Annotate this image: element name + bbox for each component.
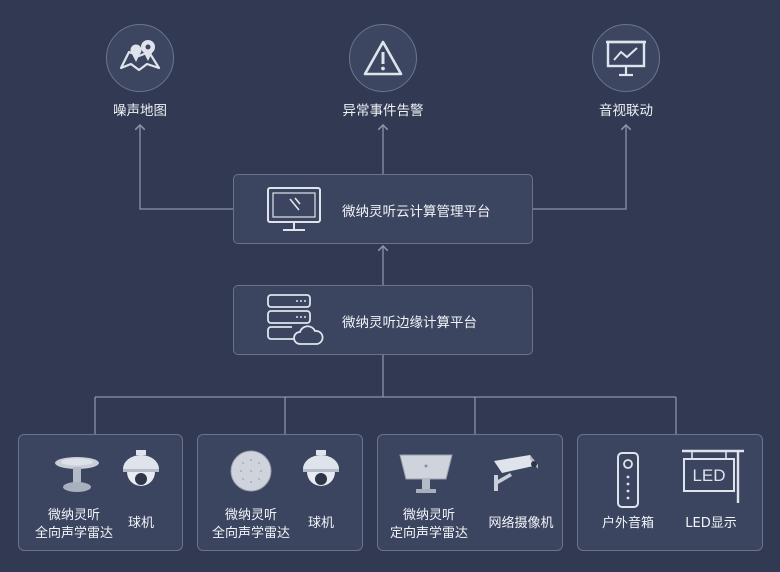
directional-radar-icon — [399, 454, 453, 493]
speaker-icon — [617, 452, 639, 508]
device-group-3: 微纳灵听定向声学雷达 网络摄像机 — [377, 434, 563, 551]
alarm-label: 异常事件告警 — [342, 103, 424, 119]
device-label: 微纳灵听定向声学雷达 — [389, 508, 468, 541]
device-label: 微纳灵听全向声学雷达 — [211, 508, 290, 541]
device-label: 球机 — [127, 516, 154, 531]
device-drop-lines — [94, 397, 677, 434]
dome-camera-icon — [303, 450, 339, 486]
device-group-4: 户外音箱 LED LED显示 — [577, 434, 763, 551]
cloud-platform-box: 微纳灵听云计算管理平台 — [233, 174, 533, 244]
cctv-camera-icon — [494, 455, 538, 491]
svg-text:LED: LED — [692, 466, 725, 485]
server-cloud-icon — [267, 294, 324, 345]
noise-map-label: 噪声地图 — [113, 103, 167, 119]
device-label: 户外音箱 — [601, 516, 654, 531]
cloud-platform-label: 微纳灵听云计算管理平台 — [342, 204, 491, 220]
dish-radar-icon — [55, 457, 99, 492]
device-label: LED显示 — [685, 516, 737, 531]
device-label: 微纳灵听全向声学雷达 — [34, 508, 113, 541]
edge-platform-box: 微纳灵听边缘计算平台 — [233, 285, 533, 355]
warning-icon — [363, 40, 403, 76]
linkage-node — [592, 24, 660, 92]
led-sign-icon: LED — [682, 449, 744, 503]
arrow-to-noise-map — [140, 125, 233, 210]
device-label: 球机 — [307, 516, 334, 531]
edge-platform-label: 微纳灵听边缘计算平台 — [342, 315, 477, 331]
sphere-radar-icon — [230, 450, 272, 492]
noise-map-node — [106, 24, 174, 92]
presentation-icon — [606, 40, 646, 77]
dome-camera-icon — [123, 450, 159, 486]
device-group-1: 微纳灵听全向声学雷达 球机 — [18, 434, 183, 551]
device-label: 网络摄像机 — [488, 516, 554, 531]
device-group-2: 微纳灵听全向声学雷达 球机 — [197, 434, 363, 551]
map-pin-icon — [119, 40, 161, 72]
arrow-to-linkage — [533, 125, 626, 210]
monitor-icon — [267, 187, 321, 231]
alarm-node — [349, 24, 417, 92]
linkage-label: 音视联动 — [599, 103, 653, 119]
